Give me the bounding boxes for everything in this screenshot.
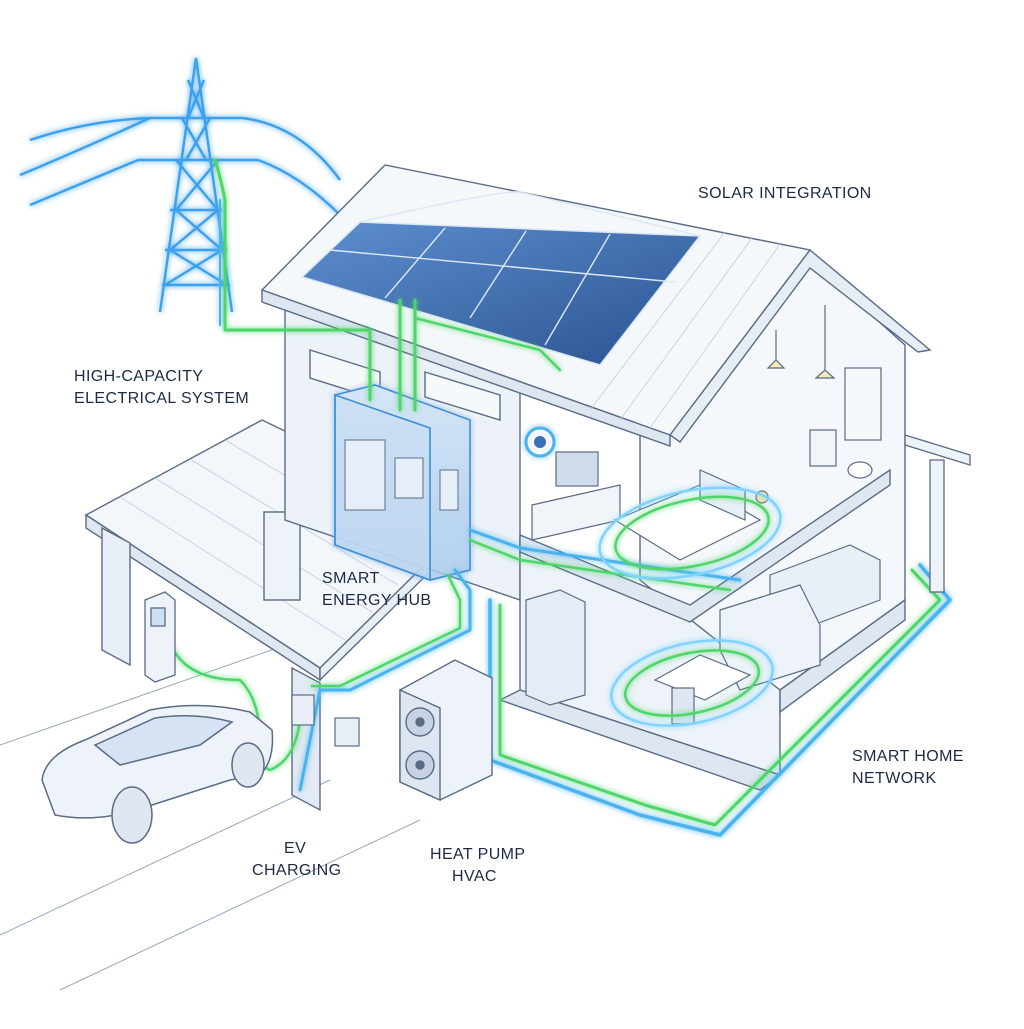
solar-panel-icon (300, 191, 702, 366)
label-line: HEAT PUMP (430, 846, 526, 863)
label-line: HIGH-CAPACITY (74, 368, 204, 385)
label-line: EV (284, 840, 307, 857)
car-icon (41, 704, 274, 844)
ev-charger-icon (144, 591, 176, 683)
label-line: SMART HOME (852, 748, 964, 765)
electrical-panel-icon (334, 384, 471, 582)
label-energy-hub: SMART ENERGY HUB (322, 568, 432, 612)
label-line: ENERGY HUB (322, 592, 432, 609)
label-line: NETWORK (852, 770, 937, 787)
label-line: CHARGING (252, 862, 342, 879)
label-heat-pump: HEAT PUMP HVAC (430, 844, 525, 888)
label-line: SOLAR INTEGRATION (698, 185, 872, 202)
label-solar-integration: SOLAR INTEGRATION (698, 183, 872, 205)
transmission-tower-icon (19, 57, 341, 313)
wall-boxes (291, 694, 360, 747)
porch (904, 434, 971, 593)
interior (525, 305, 882, 725)
driveway (0, 639, 421, 991)
label-line: SMART (322, 570, 380, 587)
label-line: ELECTRICAL SYSTEM (74, 390, 250, 407)
heat-pump-icon (399, 659, 493, 802)
label-home-network: SMART HOME NETWORK (852, 746, 964, 790)
label-line: HVAC (452, 868, 497, 885)
thermostat-icon (524, 426, 556, 458)
label-ev-charging: EV CHARGING (252, 838, 341, 882)
label-electrical-system: HIGH-CAPACITY ELECTRICAL SYSTEM (74, 366, 249, 410)
smart-zone-rings (598, 486, 782, 727)
